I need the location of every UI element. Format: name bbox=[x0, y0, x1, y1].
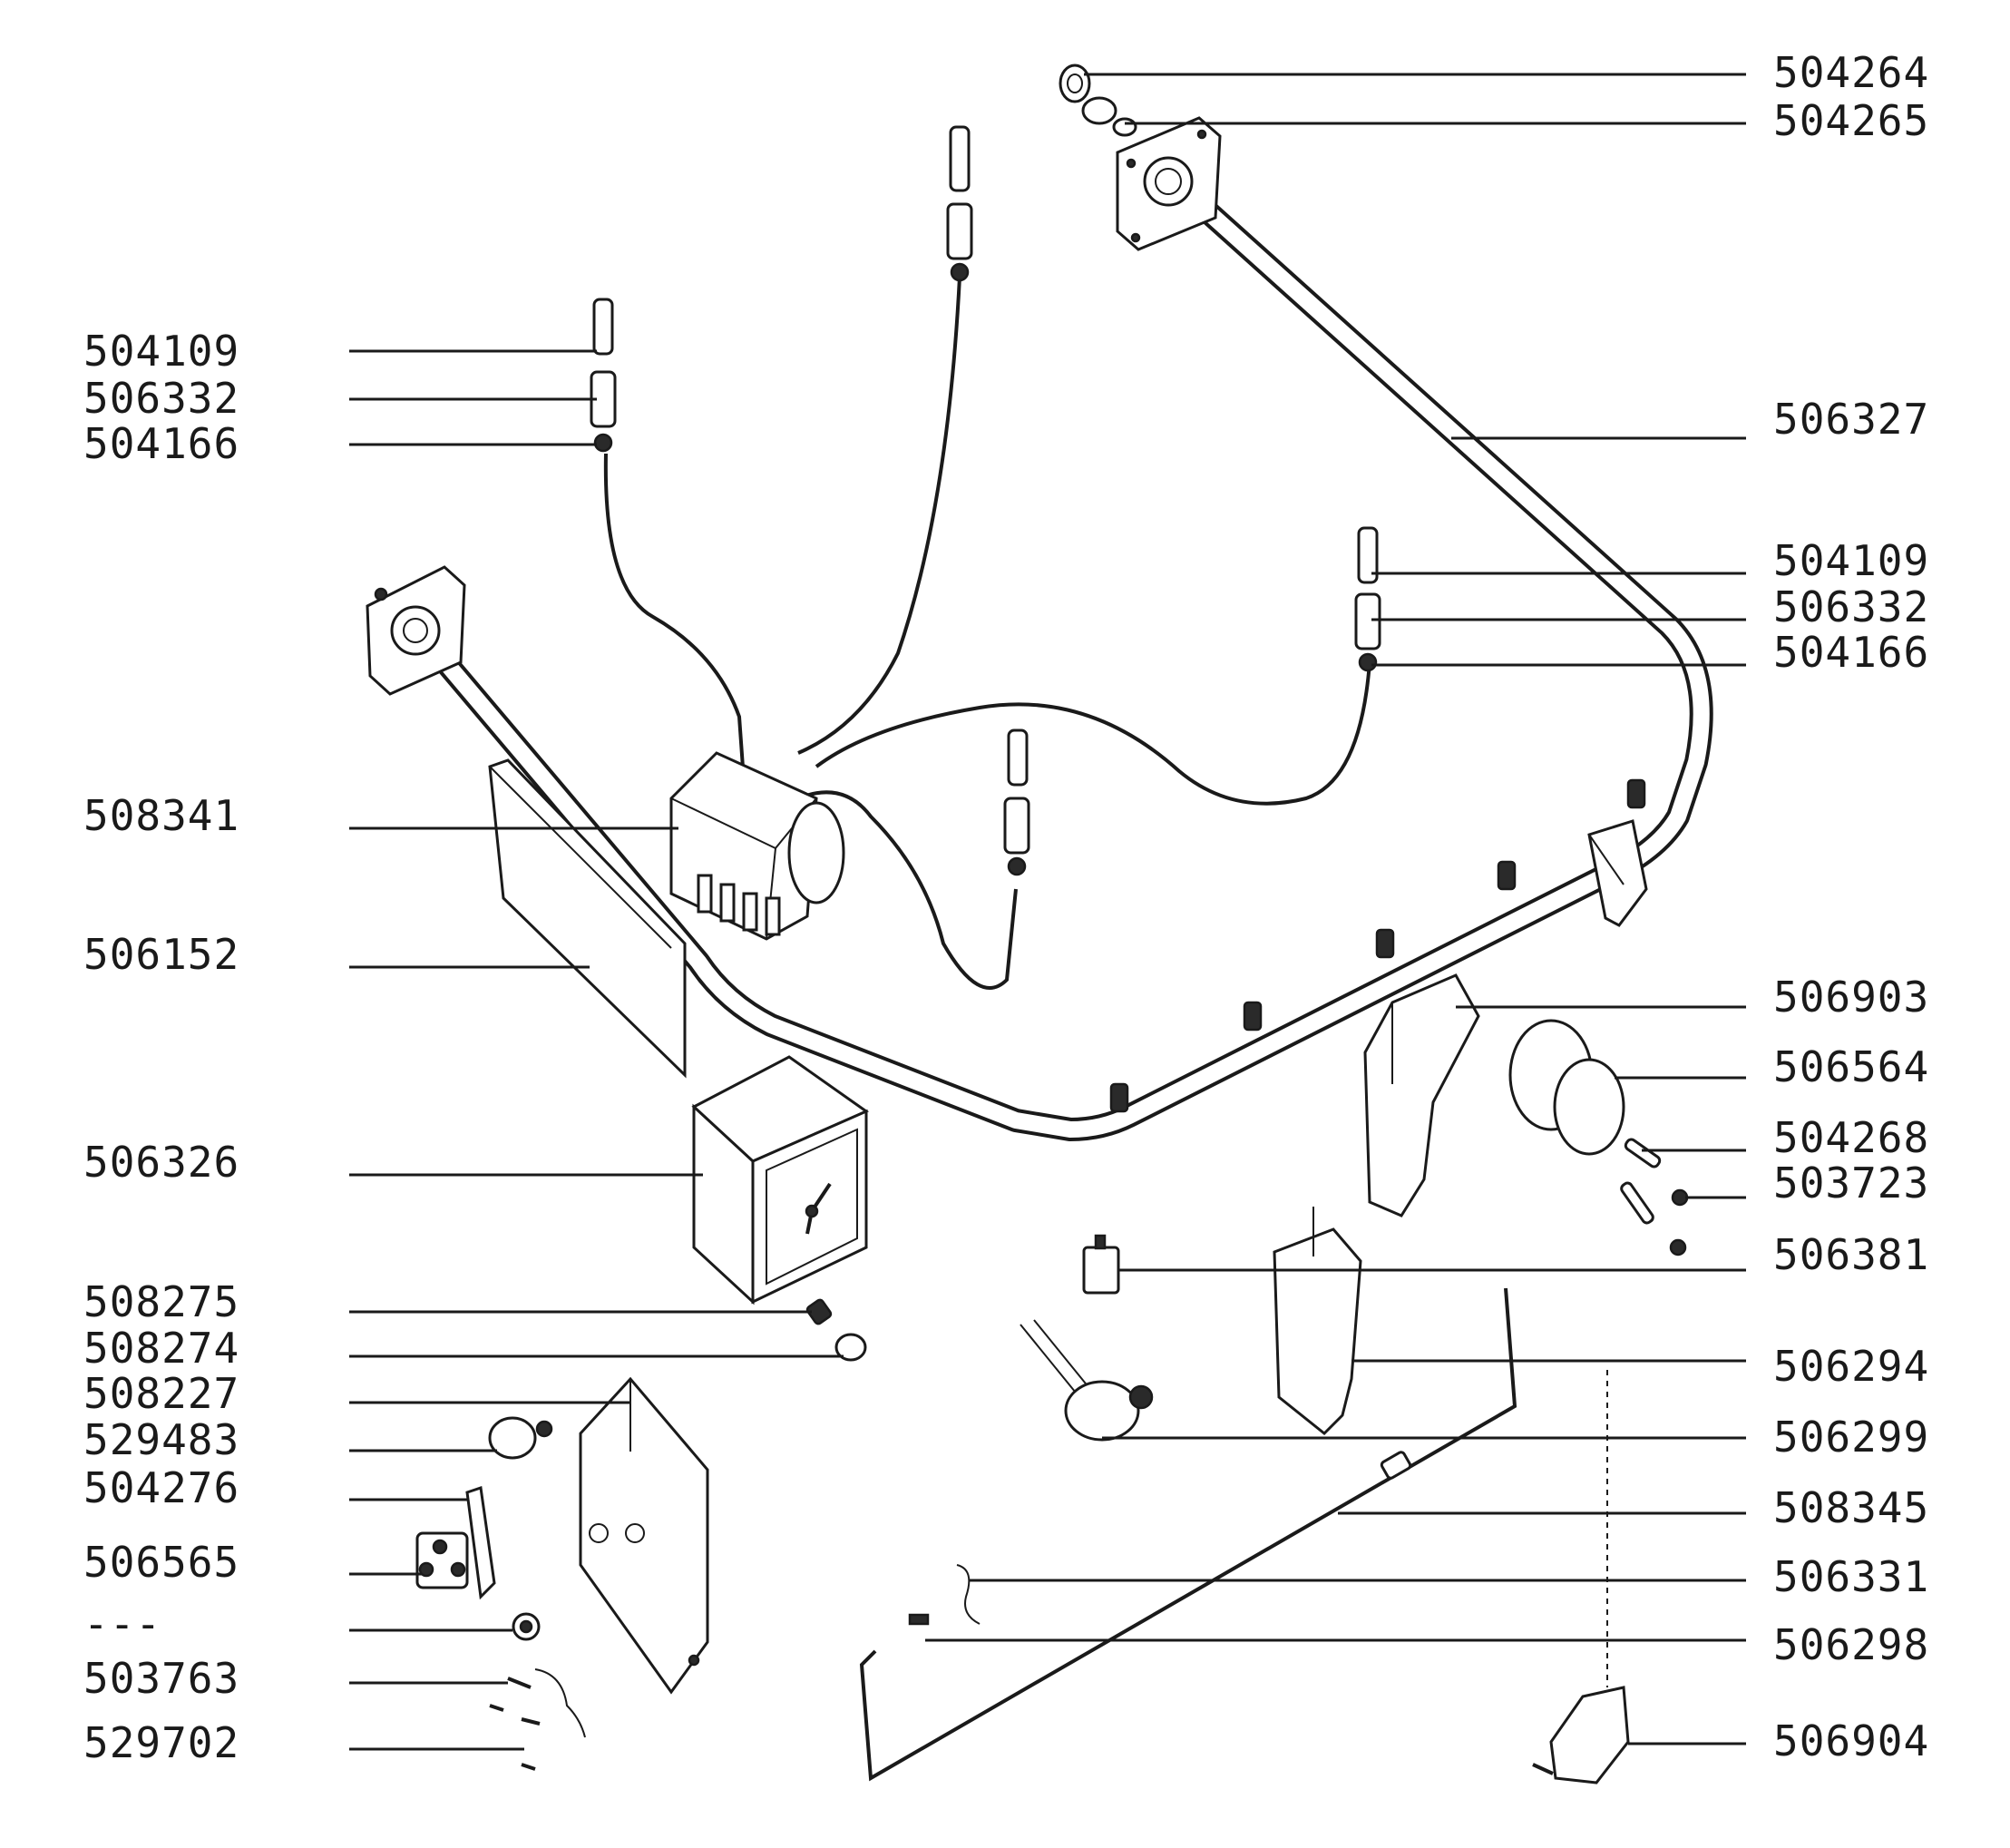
part-label: 504265 bbox=[1773, 96, 1929, 145]
switch-block bbox=[415, 1486, 496, 1600]
nut-washer bbox=[1059, 64, 1137, 137]
bracket bbox=[1363, 973, 1480, 1217]
part-label: 506299 bbox=[1773, 1413, 1929, 1462]
part-label: 503723 bbox=[1773, 1159, 1929, 1208]
piezo-igniter bbox=[1020, 1319, 1154, 1442]
part-label: 529483 bbox=[83, 1415, 239, 1464]
part-label: 508275 bbox=[83, 1277, 239, 1326]
part-label: 506332 bbox=[83, 374, 239, 423]
part-label: 508274 bbox=[83, 1324, 239, 1373]
part-label: 506903 bbox=[1773, 973, 1929, 1022]
left-part-labels: 504109 506332 504166 508341 506152 50632… bbox=[83, 327, 239, 1767]
tube-bracket bbox=[1587, 819, 1648, 927]
part-label: 504166 bbox=[1773, 628, 1929, 677]
part-label: 504264 bbox=[1773, 48, 1929, 97]
part-label: 508227 bbox=[83, 1369, 239, 1418]
part-label: 506294 bbox=[1773, 1342, 1929, 1391]
grommet bbox=[512, 1612, 541, 1641]
fuses bbox=[1620, 1138, 1689, 1256]
part-label: 506326 bbox=[83, 1138, 239, 1187]
micro-switch bbox=[1082, 1234, 1120, 1295]
part-label: 506565 bbox=[83, 1538, 239, 1587]
indicator-lamp bbox=[1508, 1019, 1625, 1156]
burner-jets bbox=[1109, 778, 1646, 1113]
part-label: 508345 bbox=[1773, 1483, 1929, 1532]
part-label: 504109 bbox=[83, 327, 239, 376]
part-label: 504166 bbox=[83, 419, 239, 468]
part-label: 503763 bbox=[83, 1654, 239, 1703]
part-label: 506298 bbox=[1773, 1620, 1929, 1669]
part-label: 504268 bbox=[1773, 1113, 1929, 1162]
screws bbox=[489, 1668, 586, 1771]
part-label: 506327 bbox=[1773, 395, 1929, 444]
parts-illustration bbox=[366, 64, 1713, 1784]
timer-clock bbox=[691, 1055, 870, 1305]
left-leader-lines bbox=[349, 349, 844, 1751]
part-label: 506564 bbox=[1773, 1042, 1929, 1091]
part-label: 504109 bbox=[1773, 536, 1929, 585]
part-label: 506332 bbox=[1773, 582, 1929, 631]
clips bbox=[908, 1564, 981, 1626]
timer-knob bbox=[805, 1298, 867, 1362]
left-flange-plate bbox=[366, 565, 466, 696]
small-knob bbox=[488, 1416, 553, 1460]
part-label: 504276 bbox=[83, 1463, 239, 1512]
panel-plate bbox=[488, 758, 687, 1079]
right-leader-lines bbox=[925, 73, 1746, 1745]
part-label: 506331 bbox=[1773, 1552, 1929, 1601]
switch-bracket bbox=[1273, 1207, 1362, 1436]
power-plug bbox=[1532, 1370, 1630, 1784]
thermocouple-sensors bbox=[590, 125, 1381, 876]
part-label: 506904 bbox=[1773, 1716, 1929, 1765]
right-part-labels: 504264 504265 506327 504109 506332 50416… bbox=[1773, 48, 1929, 1765]
rear-flange-plate bbox=[1116, 116, 1222, 251]
part-label: 529702 bbox=[83, 1718, 239, 1767]
part-label: 508341 bbox=[83, 791, 239, 840]
igniter-rod bbox=[859, 1287, 1517, 1782]
cover-plate bbox=[579, 1376, 709, 1695]
part-label: --- bbox=[83, 1599, 161, 1648]
thermocouple-wires bbox=[603, 276, 1371, 990]
gas-valve bbox=[669, 751, 845, 941]
part-label: 506381 bbox=[1773, 1230, 1929, 1279]
part-label: 506152 bbox=[83, 930, 239, 979]
